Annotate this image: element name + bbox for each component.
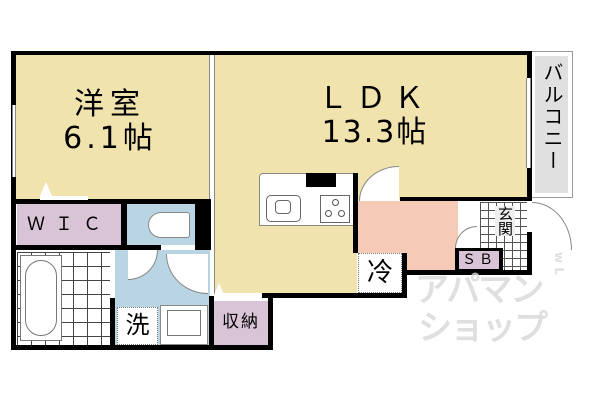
- range-hood: [306, 173, 336, 187]
- outer-wall-bottom-left: [11, 345, 273, 350]
- fridge-label: 冷: [366, 258, 393, 288]
- western-room-door-marker: [40, 196, 88, 200]
- storage: [214, 301, 268, 345]
- ldk-name: ＬＤＫ: [318, 81, 432, 116]
- wic: [17, 204, 121, 245]
- sliding-partition: [209, 55, 215, 295]
- kitchen-sink-icon: [266, 195, 301, 222]
- wall-bath-right: [110, 298, 115, 348]
- outer-wall-top: [11, 51, 532, 55]
- wall-storage-left: [209, 296, 214, 348]
- wic-label: ＷＩＣ: [27, 214, 111, 235]
- watermark-small: w L: [552, 252, 566, 275]
- entry-arrow-icon: [40, 182, 52, 196]
- entrance-door: [532, 202, 572, 250]
- wall-entry-bottom: [402, 270, 532, 275]
- entrance-label: 玄関: [495, 206, 515, 236]
- shoe-box-label: ＳＢ: [462, 252, 496, 268]
- western-room-size: 6.1帖: [63, 121, 157, 156]
- wall-kitchen-hall: [353, 173, 358, 253]
- ldk-size: 13.3帖: [321, 115, 429, 150]
- storage-arrow-icon: [214, 283, 224, 295]
- balcony-label: バルコニー: [540, 62, 564, 172]
- wall-storage-right: [268, 296, 273, 350]
- wall-ldk-hall-top: [400, 197, 532, 201]
- washer-space: [117, 307, 158, 345]
- hallway: [358, 201, 458, 253]
- wall-ldk-bottom: [262, 293, 407, 298]
- window-left: [12, 105, 16, 177]
- wall-toilet-right: [195, 200, 211, 250]
- toilet-icon: [148, 212, 190, 238]
- shoe-box-inner: [459, 251, 499, 269]
- wall-wet-mid: [11, 245, 161, 250]
- wall-wic-toilet: [121, 204, 127, 250]
- window-balcony: [526, 78, 531, 168]
- watermark-line1: アパマン: [415, 270, 544, 310]
- stove-icon: [320, 195, 350, 223]
- wall-entry-right: [527, 232, 532, 275]
- hall-door-pair: [455, 226, 477, 248]
- washer-label: 洗: [125, 311, 150, 339]
- western-room: [16, 55, 211, 200]
- wall-western-bottom: [11, 199, 211, 204]
- bathtub-icon: [20, 255, 62, 341]
- balcony: バルコニー: [530, 51, 573, 198]
- fridge-space: [358, 253, 402, 293]
- vanity-sink-icon: [160, 305, 208, 345]
- storage-label: 収納: [222, 312, 260, 332]
- hallway-lower: [407, 252, 457, 270]
- watermark-line2: ショップ: [418, 308, 548, 348]
- western-room-name: 洋室: [74, 87, 146, 122]
